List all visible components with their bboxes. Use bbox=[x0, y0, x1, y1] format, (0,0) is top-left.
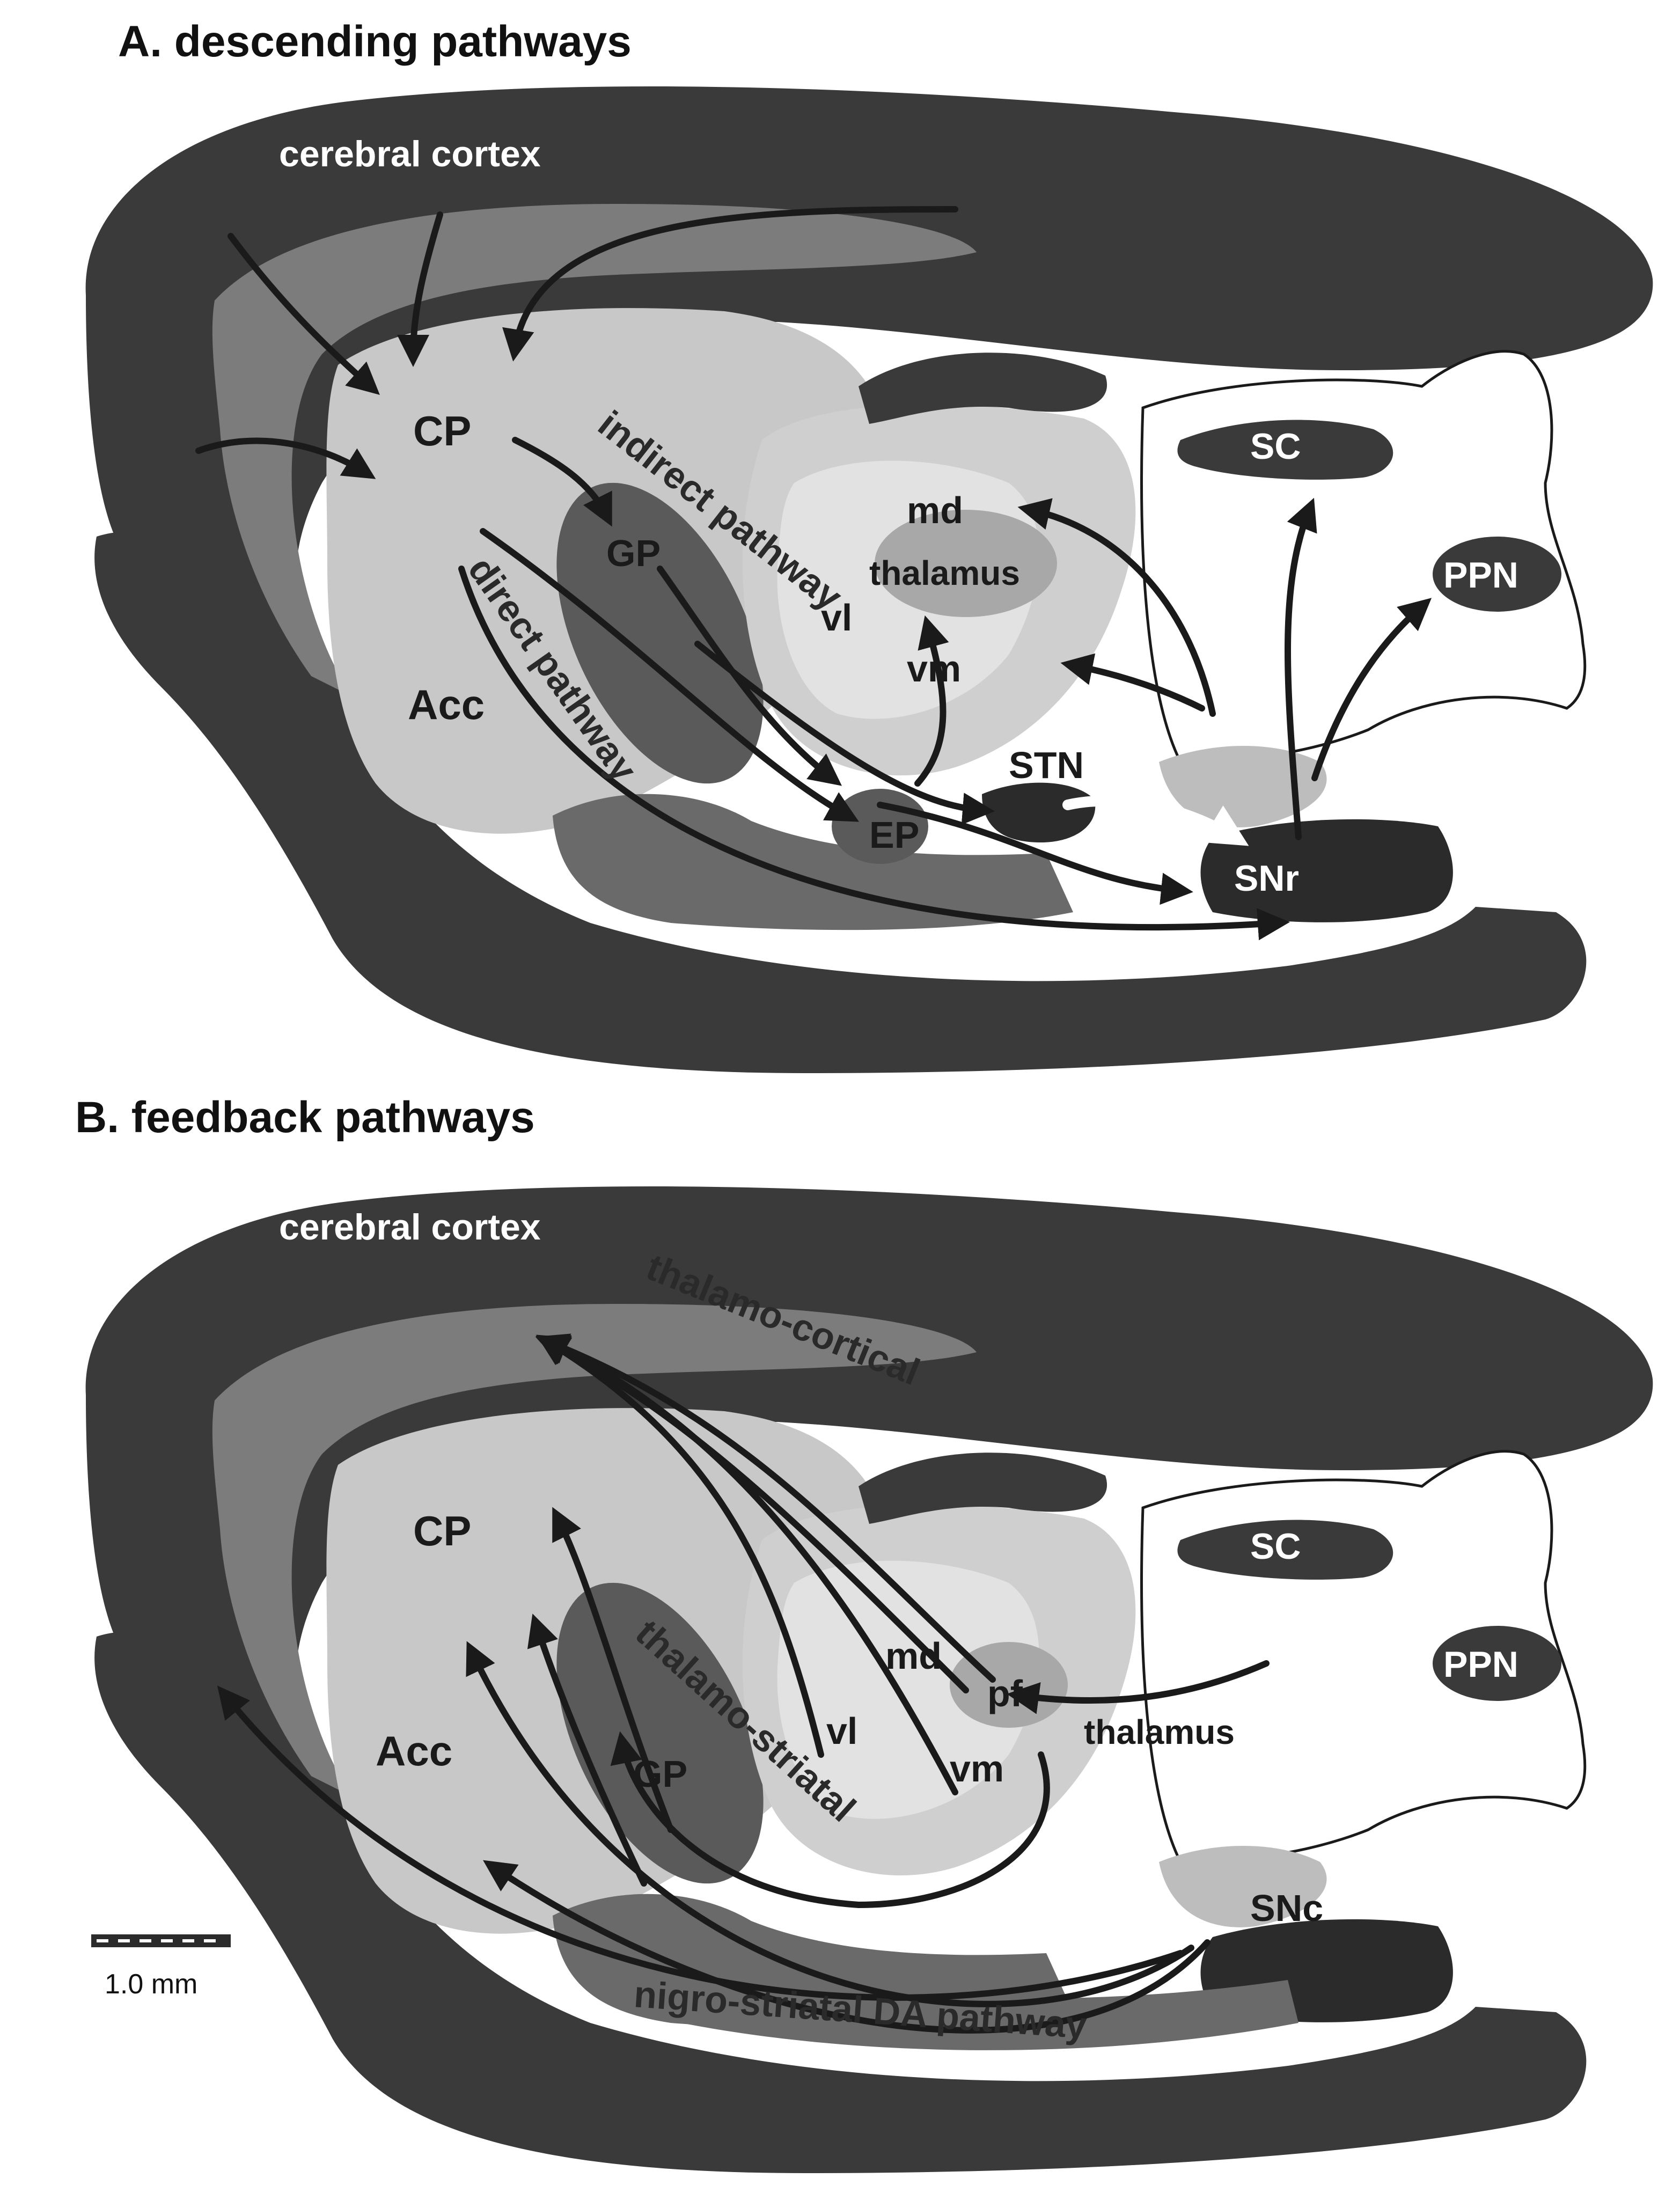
panel-b-label-thalamus: thalamus bbox=[1084, 1713, 1235, 1751]
panel-a-white-matter bbox=[212, 204, 977, 698]
panel-b-brainstem-region bbox=[94, 1632, 1587, 2173]
arrow-stn-snr bbox=[1062, 795, 1249, 846]
panel-b-ppn-region bbox=[1433, 1626, 1561, 1701]
panel-a-label-gp: GP bbox=[606, 532, 661, 574]
arrow-thal-cp-2 bbox=[527, 1613, 647, 1887]
panel-b-white-matter bbox=[212, 1304, 977, 1798]
panel-b-label-sc: SC bbox=[1250, 1526, 1301, 1567]
arrow-snc-cortex bbox=[217, 1685, 1184, 2001]
arrow-gp-ep bbox=[657, 566, 842, 786]
panel-a-md-region bbox=[875, 510, 1057, 617]
panel-a-snr-region bbox=[1200, 819, 1453, 922]
panel-a-cerebellum bbox=[1159, 746, 1327, 827]
panel-a-label-snr: SNr bbox=[1234, 858, 1299, 899]
panel-a-label-vm: vm bbox=[907, 648, 961, 690]
panel-a-label-vl: vl bbox=[821, 597, 852, 639]
arrow-ep-snr bbox=[877, 802, 1193, 905]
panel-a-label-stn: STN bbox=[1009, 744, 1084, 786]
arrow-snr-ppn bbox=[1311, 598, 1432, 781]
panel-a: A. descending pathways bbox=[85, 17, 1653, 1073]
arrow-snr-sc bbox=[1285, 497, 1317, 840]
panel-a-sc-region bbox=[1177, 420, 1393, 480]
panel-a-stn-region bbox=[982, 782, 1096, 842]
panel-b-brain bbox=[85, 1186, 1653, 2173]
panel-a-label-acc: Acc bbox=[408, 681, 485, 728]
arrow-thal-cortex-2 bbox=[536, 1334, 824, 1758]
arrow-snr-md bbox=[1017, 498, 1216, 717]
panel-b-label-cp: CP bbox=[413, 1507, 471, 1554]
arrow-cp-snr bbox=[458, 566, 1290, 941]
scale-bar-label: 1.0 mm bbox=[105, 1969, 197, 2000]
panel-a-hippocampus bbox=[859, 353, 1107, 424]
panel-a-label-md: md bbox=[907, 489, 963, 531]
panel-b-label-acc: Acc bbox=[376, 1727, 452, 1774]
panel-a-label-sc: SC bbox=[1250, 426, 1301, 467]
panel-b-thalamus-inner bbox=[777, 1560, 1039, 1819]
panel-a-label-cortex: cerebral cortex bbox=[279, 134, 541, 174]
panel-a-label-ep: EP bbox=[869, 814, 919, 856]
panel-b-label-snc: SNc bbox=[1250, 1887, 1323, 1929]
panel-b-arrows bbox=[217, 1333, 1270, 2034]
arrow-gp-stn bbox=[694, 641, 995, 825]
panel-b-hippocampus bbox=[859, 1453, 1107, 1524]
arrow-cp-ep bbox=[480, 528, 859, 822]
panel-a-label-ppn: PPN bbox=[1443, 555, 1518, 596]
arrow-snr-vm bbox=[1060, 653, 1205, 712]
panel-b-label-md: md bbox=[885, 1635, 942, 1677]
panel-a-arrows bbox=[195, 206, 1432, 941]
arrow-pf-striatum bbox=[610, 1731, 1050, 1909]
arrow-thal-cortex-1 bbox=[535, 1333, 996, 1683]
panel-b-label-ppn: PPN bbox=[1443, 1644, 1518, 1685]
arrow-sc-md bbox=[1007, 1660, 1270, 1714]
panel-a-gp-region bbox=[556, 482, 764, 784]
panel-a-brainstem-region bbox=[94, 532, 1587, 1073]
scale-bar: 1.0 mm bbox=[91, 1934, 231, 2000]
panel-a-label-thalamus: thalamus bbox=[869, 554, 1020, 592]
arrow-snc-cp bbox=[466, 1641, 1194, 2007]
panel-b-sc-region bbox=[1177, 1520, 1393, 1580]
arrow-thal-cortex-4 bbox=[535, 1335, 969, 1693]
panel-a-ppn-region bbox=[1433, 537, 1561, 612]
arrow-cortex-cp-2 bbox=[397, 211, 443, 367]
arrow-cp-gp bbox=[512, 437, 612, 527]
panel-a-title: A. descending pathways bbox=[118, 17, 632, 66]
panel-b: B. feedback pathways bbox=[75, 1093, 1653, 2173]
panel-a-label-cp: CP bbox=[413, 407, 471, 454]
arrow-thal-cp-1 bbox=[552, 1507, 674, 1833]
arrow-cortex-cp-3 bbox=[502, 206, 958, 362]
panel-b-label-vl: vl bbox=[826, 1710, 857, 1752]
panel-b-label-vm: vm bbox=[950, 1748, 1004, 1789]
arrow-cortex-cp-1 bbox=[228, 233, 380, 395]
arrow-cortex-cp-4 bbox=[195, 437, 376, 479]
panel-b-title: B. feedback pathways bbox=[75, 1093, 535, 1142]
panel-b-label-cortex: cerebral cortex bbox=[279, 1207, 541, 1248]
panel-b-label-gp: GP bbox=[633, 1753, 687, 1795]
panel-b-cerebellum bbox=[1159, 1846, 1327, 1927]
arrow-ep-vl bbox=[914, 615, 949, 787]
panel-b-label-pf: pf bbox=[987, 1673, 1023, 1714]
arrow-snc-acc bbox=[483, 1860, 1211, 2034]
